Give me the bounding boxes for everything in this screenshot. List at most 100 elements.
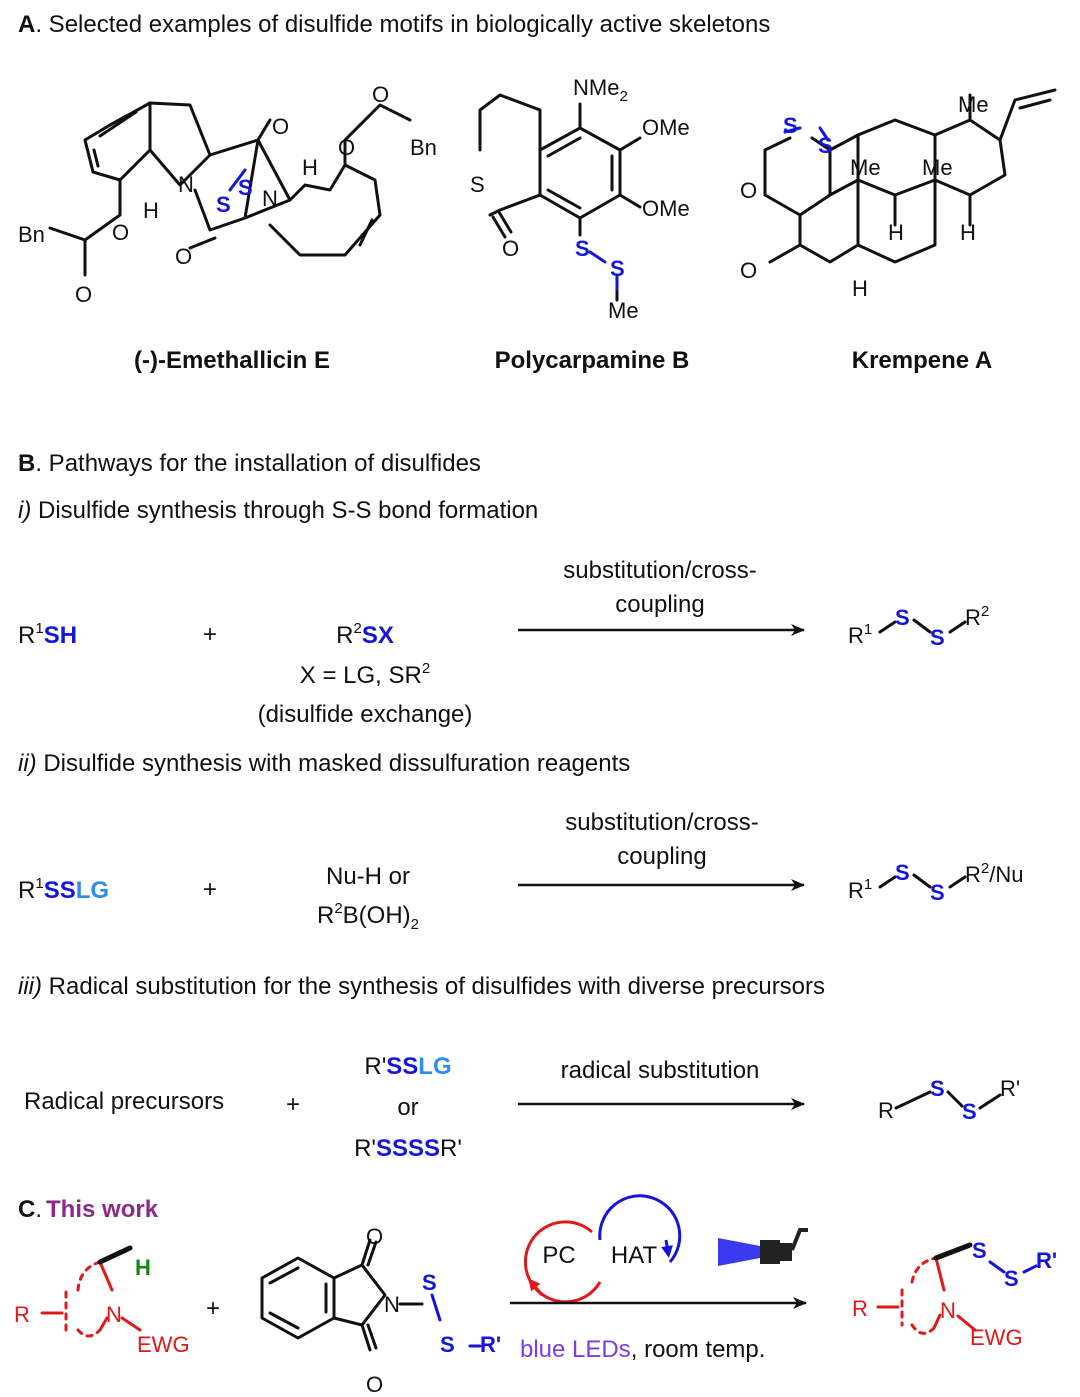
phthalimide-s-2: S: [440, 1332, 455, 1357]
section-c-product: [876, 1242, 1038, 1335]
pathway-ii-plus: +: [203, 876, 217, 903]
polycarpamine-s-ring: S: [470, 172, 485, 197]
emethallicin-o-5: O: [338, 135, 355, 160]
emethallicin-s-1: S: [216, 192, 231, 217]
emethallicin-o-2: O: [112, 220, 129, 245]
section-a-heading: A. Selected examples of disulfide motifs…: [18, 11, 770, 38]
emethallicin-o-6: O: [372, 82, 389, 107]
catalyst-hat: HAT: [611, 1242, 658, 1269]
section-a-letter: A: [18, 11, 35, 38]
phthalimide-o-1: O: [366, 1224, 383, 1249]
polycarpamine-s-2: S: [610, 256, 625, 281]
krempene-a-structure: [763, 88, 1057, 264]
polycarpamine-ome-2: OMe: [642, 196, 690, 221]
amine-h: H: [135, 1255, 151, 1280]
emethallicin-e-structure: [48, 101, 412, 277]
svg-text:S: S: [930, 625, 945, 650]
phthalimide-rprime: R': [480, 1332, 501, 1357]
krempene-h-1: H: [888, 220, 904, 245]
krempene-me-1: Me: [850, 155, 881, 180]
pathway-iii-product: R S S R': [878, 1076, 1020, 1124]
catalyst-cycles: [523, 1194, 682, 1304]
emethallicin-o-3: O: [175, 244, 192, 269]
compound-name-polycarpamine: Polycarpamine B: [495, 347, 690, 374]
svg-text:R1: R1: [848, 621, 872, 648]
svg-text:S: S: [895, 605, 910, 630]
pathway-iii-plus: +: [286, 1091, 300, 1118]
polycarpamine-o: O: [502, 236, 519, 261]
pathway-i-product: R1 S S R2: [848, 603, 989, 650]
amine-ewg: EWG: [137, 1332, 190, 1357]
blue-led-lamp-icon: [718, 1228, 808, 1266]
pathway-ii-reactant1: R1SSLG: [18, 875, 109, 904]
section-b-heading: B. Pathways for the installation of disu…: [18, 450, 481, 477]
emethallicin-bn-left: Bn: [18, 222, 45, 247]
emethallicin-n-2: N: [262, 186, 278, 211]
product-s-1: S: [972, 1238, 987, 1263]
product-ewg: EWG: [970, 1325, 1023, 1350]
emethallicin-n-1: N: [178, 172, 194, 197]
polycarpamine-ome-1: OMe: [642, 115, 690, 140]
polycarpamine-b-structure: [478, 93, 642, 302]
svg-text:S: S: [930, 880, 945, 905]
svg-text:S: S: [895, 860, 910, 885]
pathway-i-arrow-label2: coupling: [615, 591, 704, 618]
polycarpamine-nme2: NMe2: [573, 75, 628, 105]
pathway-iii-arrow-label: radical substitution: [561, 1057, 760, 1084]
emethallicin-h-1: H: [143, 198, 159, 223]
emethallicin-o-4: O: [272, 114, 289, 139]
pathway-iii-reagent1: R'SSLG: [364, 1053, 451, 1080]
pathway-iii-reagent2: R'SSSSR': [354, 1135, 462, 1162]
svg-text:R': R': [1000, 1076, 1020, 1101]
section-c-plus: +: [206, 1295, 220, 1322]
pathway-iii-reactant1: Radical precursors: [24, 1088, 224, 1115]
compound-name-emethallicin: (-)-Emethallicin E: [134, 347, 330, 374]
svg-text:R1: R1: [848, 876, 872, 903]
section-c-heading: C.This work: [18, 1196, 159, 1223]
pathway-i-note1: X = LG, SR2: [300, 660, 430, 689]
product-r: R: [852, 1296, 868, 1321]
svg-text:R2/Nu: R2/Nu: [965, 860, 1023, 887]
krempene-o-keto: O: [740, 258, 757, 283]
section-b-letter: B: [18, 450, 35, 477]
phthalimide-reagent: [260, 1238, 482, 1352]
section-a-title: . Selected examples of disulfide motifs …: [35, 11, 770, 38]
product-n: N: [940, 1298, 956, 1323]
section-b-title: . Pathways for the installation of disul…: [35, 450, 481, 477]
pathway-ii-product: R1 S S R2/Nu: [848, 860, 1023, 905]
krempene-h-2: H: [960, 220, 976, 245]
amine-n: N: [106, 1302, 122, 1327]
pathway-ii-reagent1: Nu-H or: [326, 863, 410, 890]
pathway-i-note2: (disulfide exchange): [258, 701, 473, 728]
krempene-s-2: S: [818, 133, 833, 158]
pathway-ii-arrow-label2: coupling: [617, 843, 706, 870]
pathway-ii-heading: ii) Disulfide synthesis with masked diss…: [18, 750, 630, 777]
compound-name-krempene: Krempene A: [852, 347, 992, 374]
polycarpamine-me: Me: [608, 298, 639, 323]
pathway-iii-heading: iii) Radical substitution for the synthe…: [18, 973, 825, 1000]
krempene-s-1: S: [783, 113, 798, 138]
section-c-letter: C: [18, 1196, 35, 1223]
product-s-2: S: [1004, 1266, 1019, 1291]
pathway-i-plus: +: [203, 621, 217, 648]
phthalimide-o-2: O: [366, 1372, 383, 1397]
amine-substrate: [40, 1245, 142, 1338]
amine-r: R: [14, 1302, 30, 1327]
emethallicin-bn-right: Bn: [410, 135, 437, 160]
pathway-i-heading: i) Disulfide synthesis through S-S bond …: [18, 497, 538, 524]
catalyst-pc: PC: [542, 1242, 575, 1269]
svg-text:S: S: [930, 1076, 945, 1101]
svg-text:R2: R2: [965, 603, 989, 630]
pathway-iii-or: or: [397, 1094, 418, 1121]
section-c-title: This work: [46, 1196, 159, 1223]
product-rprime: R': [1036, 1248, 1057, 1273]
section-c-conditions: blue LEDs, room temp.: [520, 1336, 765, 1363]
krempene-me-3: Me: [958, 92, 989, 117]
pathway-ii-arrow-label1: substitution/cross-: [565, 809, 758, 836]
krempene-me-2: Me: [922, 155, 953, 180]
krempene-o-ring: O: [740, 178, 757, 203]
phthalimide-s-1: S: [422, 1270, 437, 1295]
pathway-ii-reagent2: R2B(OH)2: [317, 900, 419, 933]
emethallicin-s-2: S: [238, 175, 253, 200]
